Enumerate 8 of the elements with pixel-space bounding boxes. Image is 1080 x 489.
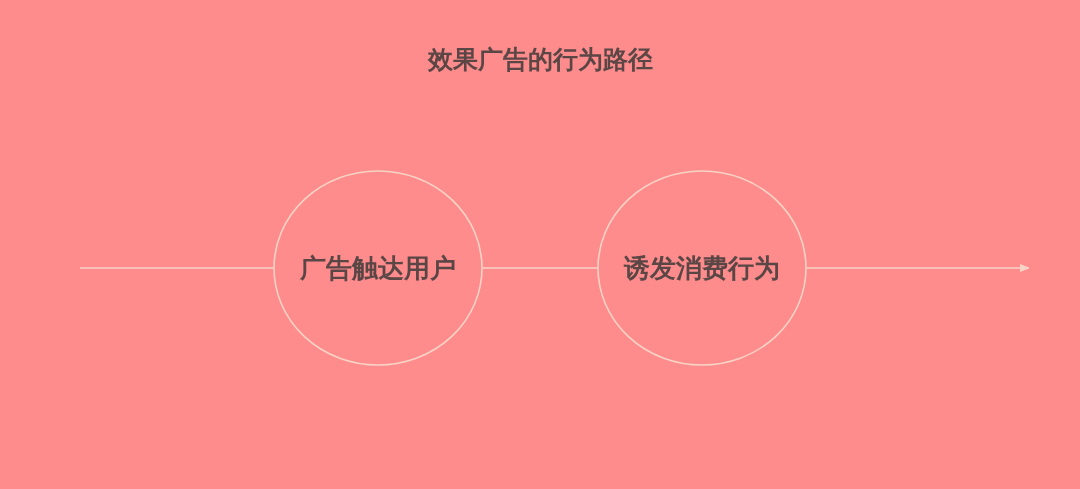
node-text: 广告触达用户 [300,252,456,285]
circle-node [597,170,807,366]
connector-line [482,267,598,269]
circle-node [273,170,483,366]
node-text: 诱发消费行为 [624,252,780,285]
connector-line [79,267,274,269]
title: 效果广告的行为路径 [427,44,653,76]
arrow [806,263,1030,273]
